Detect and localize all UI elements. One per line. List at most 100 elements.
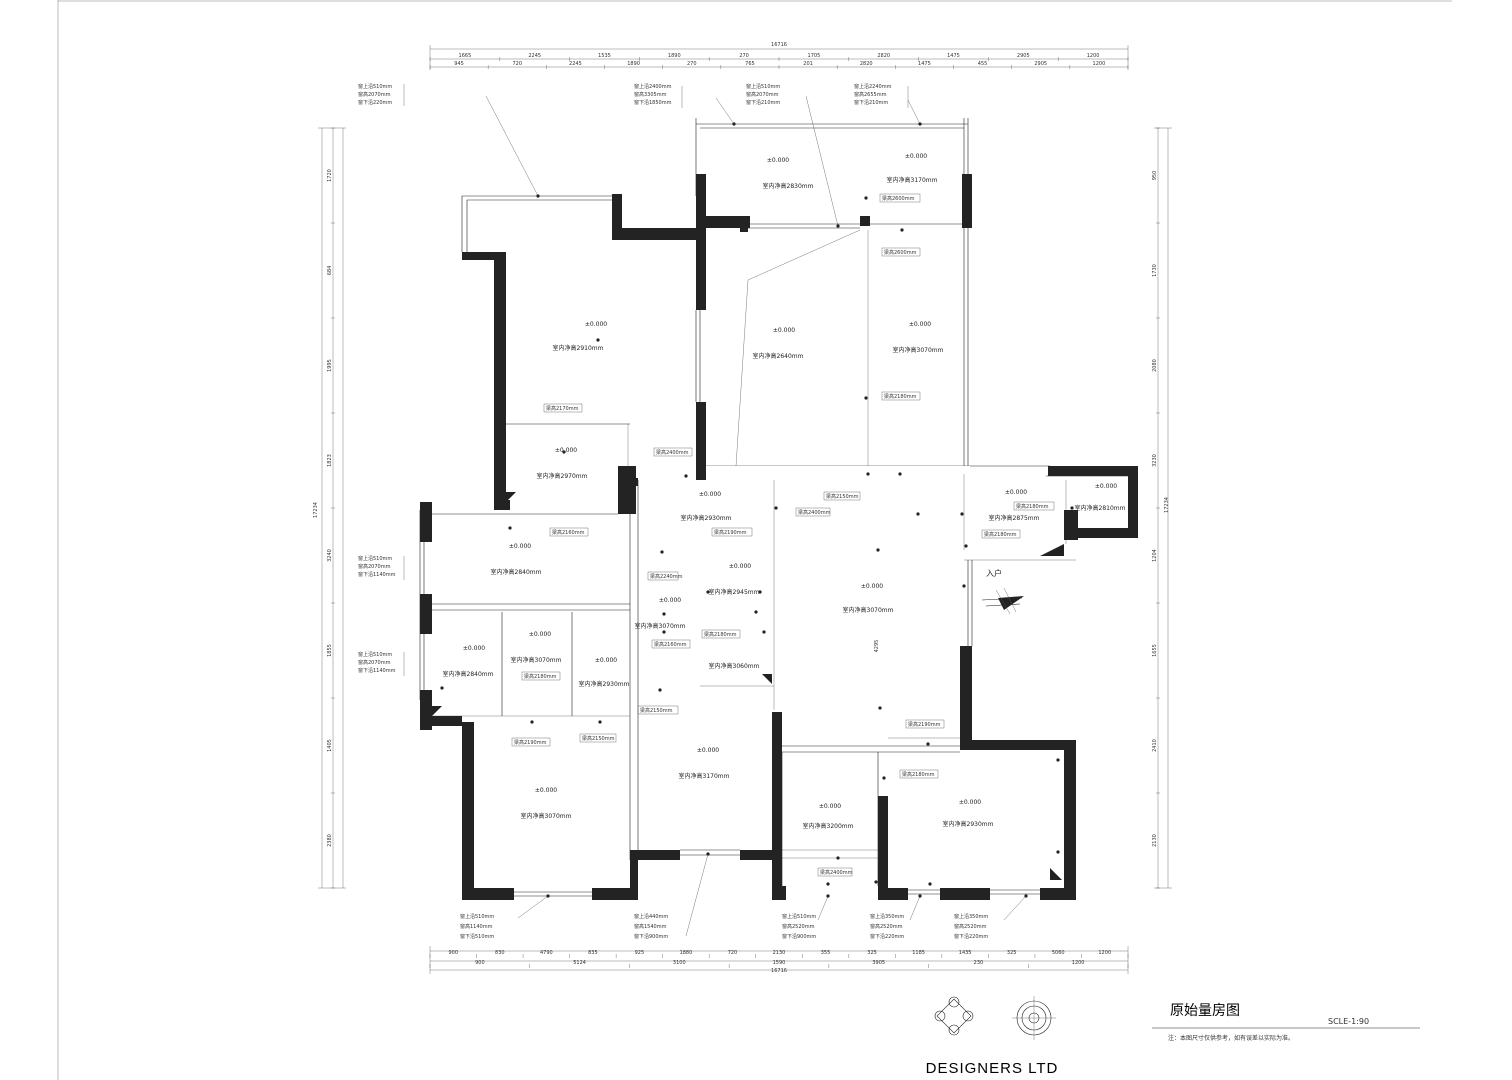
svg-text:±0.000: ±0.000 (595, 657, 617, 664)
window-callout-8: 窗上沿440mm 窗高1540mm 窗下沿900mm (634, 913, 668, 940)
svg-text:窗下沿220mm: 窗下沿220mm (358, 99, 392, 106)
svg-text:室内净高2840mm: 室内净高2840mm (443, 670, 494, 678)
svg-text:梁高2190mm: 梁高2190mm (514, 739, 547, 746)
dimension-value: 2080 (1152, 359, 1158, 372)
survey-point (918, 122, 922, 126)
room-small-west: ±0.000 室内净高2970mm (537, 447, 588, 480)
survey-point (962, 584, 966, 588)
svg-text:窗下沿210mm: 窗下沿210mm (854, 99, 888, 106)
dimension-value: 1890 (627, 61, 640, 67)
window-callout-9: 窗上沿510mm 窗高2520mm 窗下沿900mm (782, 913, 816, 940)
dimension-value: 270 (687, 61, 697, 67)
svg-text:±0.000: ±0.000 (1095, 483, 1117, 490)
dimension-value: 325 (867, 950, 877, 956)
survey-point (926, 742, 930, 746)
survey-point (684, 474, 688, 478)
room-top-left: ±0.000 室内净高2910mm (553, 321, 608, 352)
svg-text:窗下沿220mm: 窗下沿220mm (870, 933, 904, 940)
svg-text:室内净高2810mm: 室内净高2810mm (1075, 504, 1126, 512)
dimension-value: 925 (635, 950, 645, 956)
survey-point (754, 610, 758, 614)
room-top-balcony-left: ±0.000 室内净高2830mm (763, 157, 814, 190)
svg-text:窗上沿350mm: 窗上沿350mm (954, 913, 988, 920)
svg-text:室内净高3070mm: 室内净高3070mm (843, 606, 894, 614)
survey-point (900, 228, 904, 232)
window-callouts: 窗上沿510mm 窗高2070mm 窗下沿220mm 窗上沿2400mm 窗高3… (358, 83, 988, 940)
dimension-value: 2130 (773, 950, 786, 956)
svg-text:梁高2240mm: 梁高2240mm (650, 573, 683, 580)
dimension-value: 5060 (1052, 950, 1065, 956)
svg-text:梁高2400mm: 梁高2400mm (798, 509, 831, 516)
svg-text:窗上沿510mm: 窗上沿510mm (358, 651, 392, 658)
load-bearing-walls (420, 174, 1138, 900)
survey-point (1024, 894, 1028, 898)
survey-point (546, 894, 550, 898)
svg-text:窗高2070mm: 窗高2070mm (358, 659, 391, 666)
svg-text:窗下沿900mm: 窗下沿900mm (782, 933, 816, 940)
svg-text:梁高2190mm: 梁高2190mm (714, 529, 747, 536)
svg-text:梁高2400mm: 梁高2400mm (820, 869, 853, 876)
entrance-stair-icon: 入户 (981, 568, 1024, 615)
survey-point (826, 894, 830, 898)
window-callout-11: 窗上沿350mm 窗高2520mm 窗下沿220mm (954, 913, 988, 940)
svg-text:±0.000: ±0.000 (729, 563, 751, 570)
svg-text:室内净高2910mm: 室内净高2910mm (553, 344, 604, 352)
survey-point (882, 776, 886, 780)
survey-point (1056, 758, 1060, 762)
dimension-value: 1475 (947, 53, 960, 59)
survey-point (918, 894, 922, 898)
survey-point (916, 512, 920, 516)
dimension-value: 900 (475, 960, 485, 966)
svg-text:梁高2180mm: 梁高2180mm (902, 771, 935, 778)
svg-text:室内净高2875mm: 室内净高2875mm (989, 514, 1040, 522)
survey-point (964, 544, 968, 548)
dimension-value: 2905 (1017, 53, 1030, 59)
svg-text:梁高2600mm: 梁高2600mm (884, 249, 917, 256)
survey-point (866, 472, 870, 476)
drawing-note: 注：本图尺寸仅供参考，如有误差以实际为准。 (1168, 1034, 1294, 1042)
window-callout-6: 窗上沿510mm 窗高2070mm 窗下沿1140mm (358, 651, 396, 674)
svg-text:室内净高2640mm: 室内净高2640mm (753, 352, 804, 360)
svg-text:窗上沿510mm: 窗上沿510mm (460, 913, 494, 920)
svg-text:窗上沿510mm: 窗上沿510mm (782, 913, 816, 920)
svg-text:±0.000: ±0.000 (905, 153, 927, 160)
dimension-value: 1535 (598, 53, 611, 59)
svg-text:窗下沿1140mm: 窗下沿1140mm (358, 667, 396, 674)
dimension-value: 2380 (327, 834, 333, 847)
svg-text:窗高1540mm: 窗高1540mm (634, 923, 667, 930)
room-top-balcony-right: ±0.000 室内净高3170mm (887, 153, 938, 184)
dimension-value: 1475 (918, 61, 931, 67)
window-callout-1: 窗上沿510mm 窗高2070mm 窗下沿220mm (358, 83, 392, 106)
svg-text:室内净高2840mm: 室内净高2840mm (491, 568, 542, 576)
overall-height-right: 17234 (1164, 497, 1170, 513)
survey-point (536, 194, 540, 198)
svg-text:室内净高2945mm: 室内净高2945mm (709, 588, 760, 596)
survey-point (928, 882, 932, 886)
survey-point (758, 590, 762, 594)
dimension-value: 720 (512, 61, 522, 67)
svg-text:室内净高3170mm: 室内净高3170mm (679, 772, 730, 780)
survey-point (706, 852, 710, 856)
room-corridor-b: ±0.000 室内净高3070mm (635, 597, 686, 630)
dimension-value: 830 (495, 950, 505, 956)
dimension-value: 950 (1152, 171, 1158, 181)
dimension-value: 230 (974, 960, 984, 966)
dimension-value: 1185 (912, 950, 925, 956)
survey-point (598, 720, 602, 724)
svg-text:窗高3305mm: 窗高3305mm (634, 91, 667, 98)
svg-text:梁高2180mm: 梁高2180mm (884, 393, 917, 400)
svg-text:窗高2070mm: 窗高2070mm (358, 91, 391, 98)
svg-text:±0.000: ±0.000 (819, 803, 841, 810)
survey-point (1056, 850, 1060, 854)
overall-width-bottom: 16716 (771, 968, 787, 974)
dimension-value: 1880 (680, 950, 693, 956)
svg-text:窗下沿210mm: 窗下沿210mm (746, 99, 780, 106)
window-callout-10: 窗上沿350mm 窗高2520mm 窗下沿220mm (870, 913, 904, 940)
dimension-value: 720 (728, 950, 738, 956)
dimension-value: 1405 (327, 739, 333, 752)
svg-text:窗上沿510mm: 窗上沿510mm (358, 555, 392, 562)
svg-text:梁高2150mm: 梁高2150mm (582, 735, 615, 742)
dimension-value: 1730 (1152, 264, 1158, 277)
